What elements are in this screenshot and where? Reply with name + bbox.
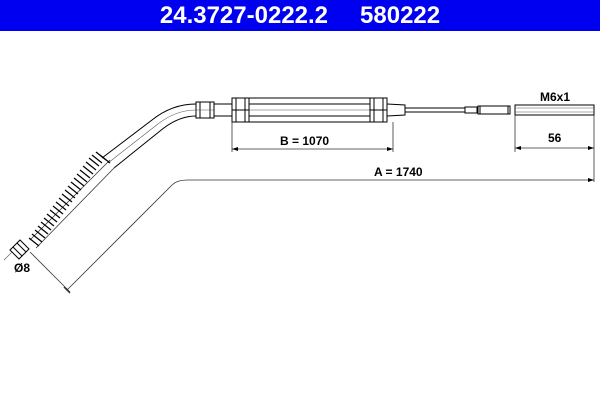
cable-nipple [3,239,30,261]
sheath-tube [101,103,197,169]
spring-coils [28,151,111,247]
reference-number: 580222 [360,1,441,29]
threaded-end [514,104,595,116]
adjuster-body [231,97,406,123]
label-dim-b: B = 1070 [280,134,329,148]
part-number: 24.3727-0222.2 [159,1,329,29]
dimension-a-line [29,178,594,294]
dimension-thread-length-line [514,115,595,182]
label-dim-a: A = 1740 [374,165,423,179]
ferrule-nut [195,101,233,119]
label-thread: M6x1 [540,90,570,104]
part-header: 24.3727-0222.2 580222 [0,0,600,31]
label-nipple-diameter: Ø8 [14,261,30,275]
spring [29,159,117,249]
inner-cable [405,105,511,115]
dimension-b-line [231,122,394,152]
label-thread-length: 56 [548,131,562,145]
